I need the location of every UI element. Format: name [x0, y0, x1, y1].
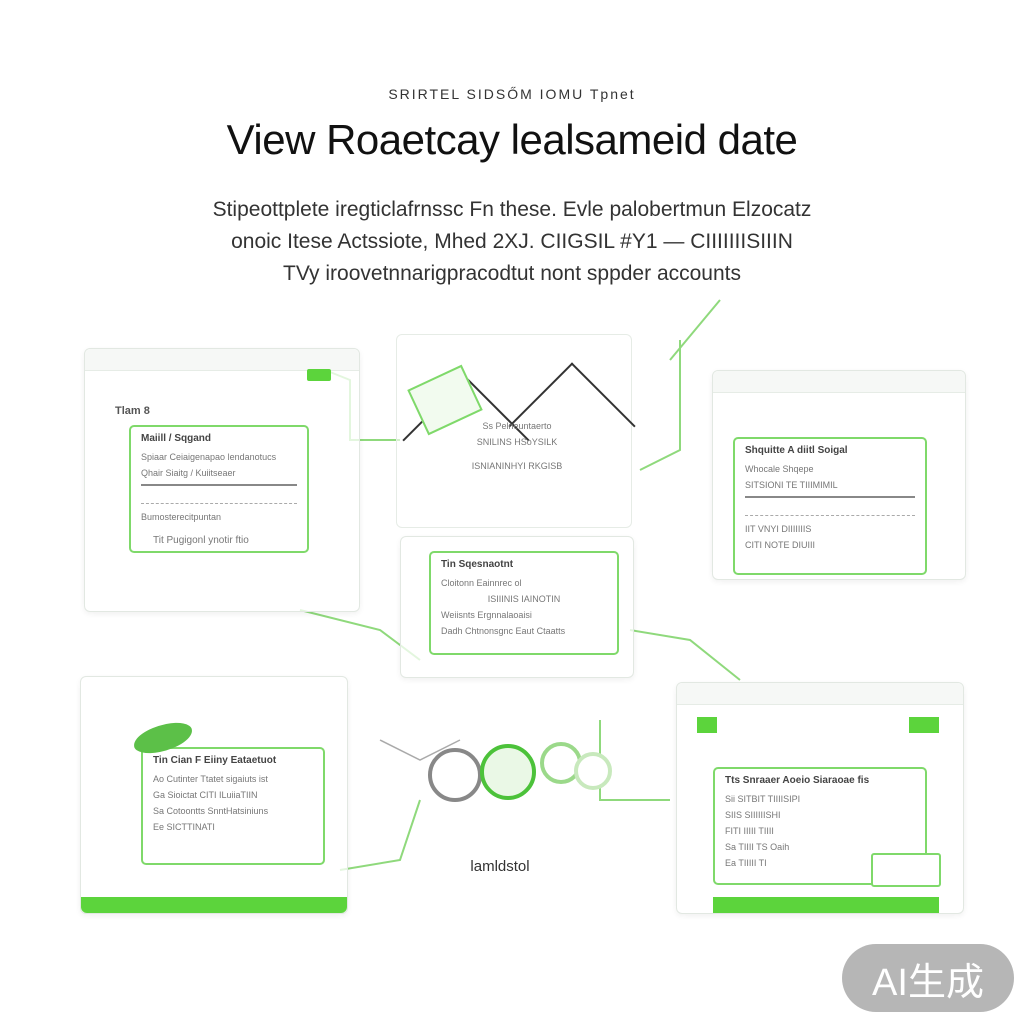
card-line: Spiaar Ceiaigenapao lendanotucs	[141, 452, 277, 462]
card-line: Bumosterecitpuntan	[141, 512, 222, 522]
card-line: IIT VNYI DIIIIIIIS	[745, 524, 812, 534]
panel-titlebar	[85, 349, 359, 371]
card-line: SITSIONI TE TIIIMIMIL	[745, 480, 838, 490]
card-line: Whocale Shqepe	[745, 464, 814, 474]
card-line: CITI NOTE DIUIII	[745, 540, 816, 550]
panel-bottom-right: Tts Snraaer Aoeio Siaraoae fis Sii SITBI…	[676, 682, 964, 914]
card-top-right: Shquitte A diitl Soigal Whocale Shqepe S…	[733, 437, 927, 575]
headline: View Roaetcay lealsameid date	[226, 116, 798, 163]
diamond-graphic: Ss Pelneuntaerto SNILINS HSoYSILK ISNIAN…	[396, 334, 636, 528]
panel-bottom-left: Tin Cian F Eiiny Eataetuot Ao Cutinter T…	[80, 676, 348, 914]
card-line: Ga Sioictat CITI ILuiiaTIIN	[153, 790, 258, 800]
diamond-text: SNILINS HSoYSILK	[476, 437, 558, 447]
ring-icon	[428, 748, 482, 802]
card-line: Ea TIIIII TI	[725, 858, 767, 868]
card-line: Qhair Siaitg / Kuiitseaer	[141, 468, 236, 478]
ring-icon	[574, 752, 612, 790]
panel-top-accent	[697, 717, 717, 733]
diamond-text: ISNIANINHYI RKGISB	[471, 461, 563, 471]
panel-titlebar	[713, 371, 965, 393]
connector-top-right	[639, 299, 721, 471]
scribble-line	[745, 496, 915, 516]
connector-bottom-right	[599, 720, 670, 801]
panel-bottom-accent	[81, 897, 347, 913]
ai-generated-badge: AI生成	[842, 944, 1014, 1012]
card-center: Tin Sqesnaotnt Cloitonn Eainnrec ol ISII…	[429, 551, 619, 655]
panel-footer-text: Tit Pugigonl ynotir ftio	[153, 535, 249, 546]
bottom-center-label: lamldstol	[470, 858, 530, 875]
panel-titlebar	[677, 683, 963, 705]
overlay-box	[871, 853, 941, 887]
panel-bottom-accent	[713, 897, 939, 913]
card-title: Shquitte A diitl Soigal	[745, 445, 848, 456]
card-line: Ee SICTTINATI	[153, 822, 215, 832]
card-title: Tts Snraaer Aoeio Siaraoae fis	[725, 775, 870, 786]
card-line: ISIIINIS IAINOTIN	[487, 594, 561, 604]
card-bottom-right: Tts Snraaer Aoeio Siaraoae fis Sii SITBI…	[713, 767, 927, 885]
scribble-line	[141, 484, 297, 504]
card-title: Tin Cian F Eiiny Eataetuot	[153, 755, 277, 766]
card-line: Weiisnts Ergnnalaoaisi	[441, 610, 532, 620]
card-line: Cloitonn Eainnrec ol	[441, 578, 522, 588]
diamond-text: Ss Pelneuntaerto	[482, 421, 552, 431]
card-title: Tin Sqesnaotnt	[441, 559, 514, 570]
card-line: Sa Cotoontts SnntHatsiniuns	[153, 806, 269, 816]
panel-top-left: Tlam 8 Maiill / Sqgand Spiaar Ceiaigenap…	[84, 348, 360, 612]
panel-center: Tin Sqesnaotnt Cloitonn Eainnrec ol ISII…	[400, 536, 634, 678]
card-line: SIIS SIIIIIISHI	[725, 810, 781, 820]
card-line: Sa TIIII TS Oaih	[725, 842, 790, 852]
card-line: Sii SITBIT TIIIISIPI	[725, 794, 801, 804]
card-bottom-left: Tin Cian F Eiiny Eataetuot Ao Cutinter T…	[141, 747, 325, 865]
connector-center-right	[629, 629, 741, 681]
subtitle-line-1: Stipeottplete iregticlafrnssc Fn these. …	[212, 198, 812, 221]
panel-tag: Tlam 8	[115, 405, 150, 417]
kicker-text: SRIRTEL SIDSŐM IOMU Tpnet	[388, 86, 636, 102]
card-top-left: Maiill / Sqgand Spiaar Ceiaigenapao lend…	[129, 425, 309, 553]
ring-icon	[480, 744, 536, 800]
panel-accent-marker	[307, 369, 331, 381]
panel-top-right: Shquitte A diitl Soigal Whocale Shqepe S…	[712, 370, 966, 580]
panel-top-accent	[909, 717, 939, 733]
subtitle-line-3: TVy iroovetnnarigpracodtut nont sppder a…	[283, 262, 741, 285]
card-title: Maiill / Sqgand	[141, 433, 212, 444]
card-line: Dadh Chtnonsgnc Eaut Ctaatts	[441, 626, 566, 636]
card-line: Ao Cutinter Ttatet sigaiuts ist	[153, 774, 268, 784]
subtitle-line-2: onoic Itese Actssiote, Mhed 2XJ. CIIGSIL…	[231, 230, 793, 253]
card-line: FITI IIIII TIIII	[725, 826, 774, 836]
